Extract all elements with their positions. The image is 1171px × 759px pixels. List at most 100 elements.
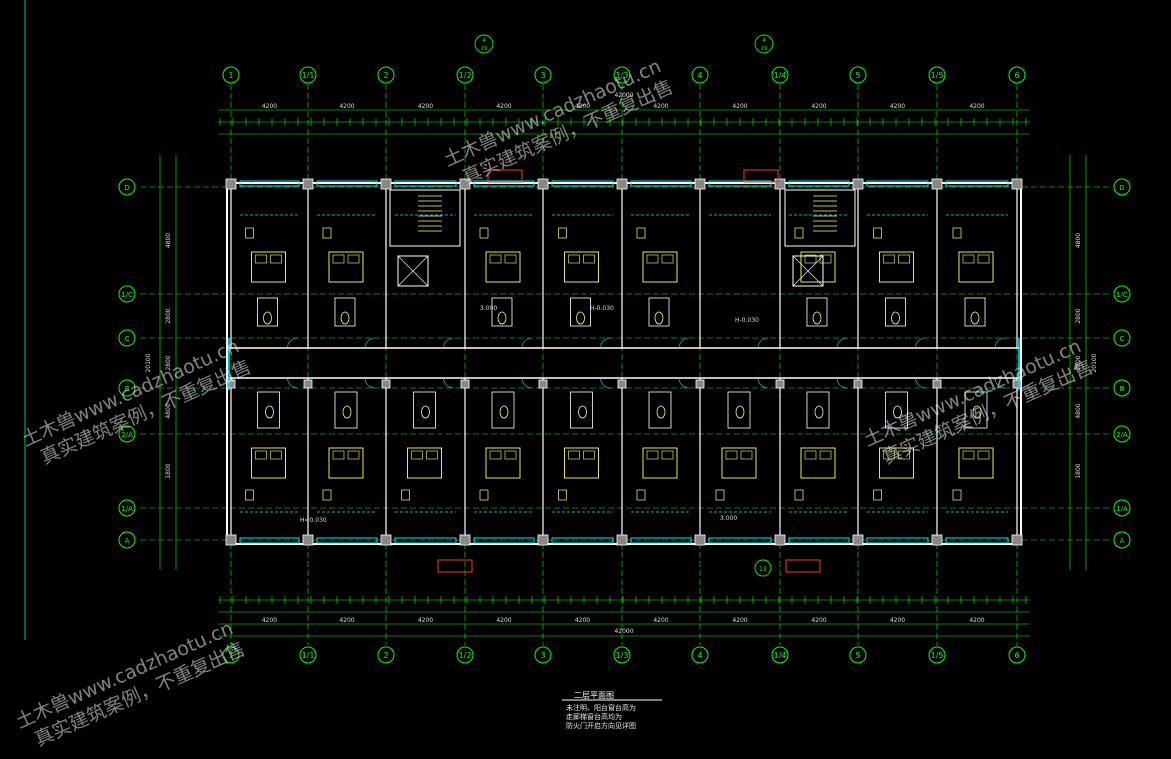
- axis-label: 2/A: [121, 431, 133, 439]
- pillow: [804, 254, 817, 264]
- level-mark: 3.000: [720, 515, 737, 522]
- axis-bubble: [1113, 531, 1131, 549]
- pillow: [504, 450, 517, 460]
- drawing-title: 二层平面图: [574, 691, 614, 700]
- bed: [485, 447, 521, 479]
- column: [1012, 379, 1022, 389]
- level-mark: 3.000: [480, 305, 497, 312]
- callout-text: 4: [762, 38, 765, 44]
- window: [945, 180, 1009, 187]
- axis-bubble: [118, 285, 136, 303]
- chair: [245, 227, 254, 239]
- note-line: 未注明、阳台窗台高为: [566, 704, 636, 712]
- toilet: [421, 405, 430, 419]
- column: [303, 379, 313, 389]
- window: [394, 537, 457, 544]
- axis-label: A: [1120, 537, 1125, 545]
- dimension-text: 4200: [496, 103, 511, 110]
- door-swing: [757, 377, 769, 389]
- axis-bubbles: 111/11/1221/21/2331/31/3441/41/4551/51/5…: [118, 34, 1131, 664]
- axis-label: C: [1120, 335, 1125, 343]
- bathroom: [964, 297, 986, 327]
- pillow: [347, 254, 360, 264]
- door-swing: [994, 377, 1006, 389]
- pillow: [977, 254, 990, 264]
- pillow: [819, 450, 832, 460]
- axis-label: 1/2: [459, 71, 472, 80]
- axis-label: 1/5: [931, 71, 944, 80]
- axis-bubble: [613, 646, 631, 664]
- toilet: [893, 405, 902, 419]
- window: [630, 180, 692, 187]
- axis-bubble: [691, 646, 709, 664]
- axis-label: 2/A: [1116, 431, 1128, 439]
- pillow: [898, 254, 910, 264]
- axis-label: D: [1119, 184, 1124, 192]
- axis-label: 4: [697, 71, 702, 80]
- door-swing: [836, 337, 848, 349]
- detail-callout: [754, 559, 772, 577]
- axis-label: B: [1120, 385, 1125, 393]
- door-swing: [287, 377, 298, 389]
- door-swing: [443, 337, 454, 349]
- level-mark: H-0.030: [590, 305, 614, 312]
- column: [931, 534, 943, 546]
- bathroom: [570, 391, 593, 429]
- bathroom: [257, 391, 280, 429]
- bathroom: [885, 391, 908, 429]
- pillow: [898, 450, 910, 460]
- axis-label: 4: [697, 651, 702, 660]
- axis-bubble: [1008, 66, 1026, 84]
- column: [616, 534, 628, 546]
- column: [931, 178, 943, 190]
- axis-label: 1: [228, 71, 233, 80]
- axis-label: 1/3: [616, 71, 629, 80]
- column: [380, 178, 392, 190]
- toilet: [342, 405, 352, 419]
- door-swing: [757, 337, 769, 349]
- chair: [952, 489, 962, 501]
- door-swing: [364, 377, 376, 389]
- axis-bubble: [1008, 646, 1026, 664]
- toilet: [499, 405, 509, 419]
- axis-bubble: [1113, 329, 1131, 347]
- axis-label: 1/3: [616, 651, 629, 660]
- pillow: [740, 450, 753, 460]
- callout-text: 19: [481, 46, 487, 52]
- dimension-text: 20100: [1091, 353, 1098, 372]
- axis-bubble: [377, 66, 395, 84]
- chair: [245, 489, 254, 501]
- dimension-text: 4200: [890, 617, 905, 624]
- window: [945, 537, 1009, 544]
- column: [853, 379, 863, 389]
- dimension-text: 2800: [165, 308, 172, 323]
- bed: [958, 251, 994, 283]
- window: [866, 537, 929, 544]
- pillow: [962, 254, 975, 264]
- dimension-text: 4200: [969, 617, 984, 624]
- axis-bubble: [118, 379, 136, 397]
- axis-label: 1/4: [774, 71, 787, 80]
- axis-bubble: [222, 66, 240, 84]
- pillow: [583, 254, 595, 264]
- fire-door-marker: [487, 169, 523, 183]
- pillow: [568, 254, 580, 264]
- stair-core: [389, 189, 461, 247]
- column: [775, 379, 785, 389]
- chair: [636, 227, 646, 239]
- axis-label: C: [125, 335, 130, 343]
- column: [695, 379, 705, 389]
- detail-callout: [754, 34, 774, 54]
- toilet: [576, 311, 585, 325]
- bathroom: [257, 297, 278, 327]
- axis-bubble: [1113, 285, 1131, 303]
- door-swing: [521, 377, 533, 389]
- door-swing: [678, 377, 690, 389]
- axis-bubble: [299, 646, 317, 664]
- door-swing: [600, 377, 611, 389]
- bed: [642, 447, 678, 479]
- bathroom: [413, 391, 436, 429]
- callout-text: 13: [759, 566, 767, 573]
- bed: [642, 251, 678, 283]
